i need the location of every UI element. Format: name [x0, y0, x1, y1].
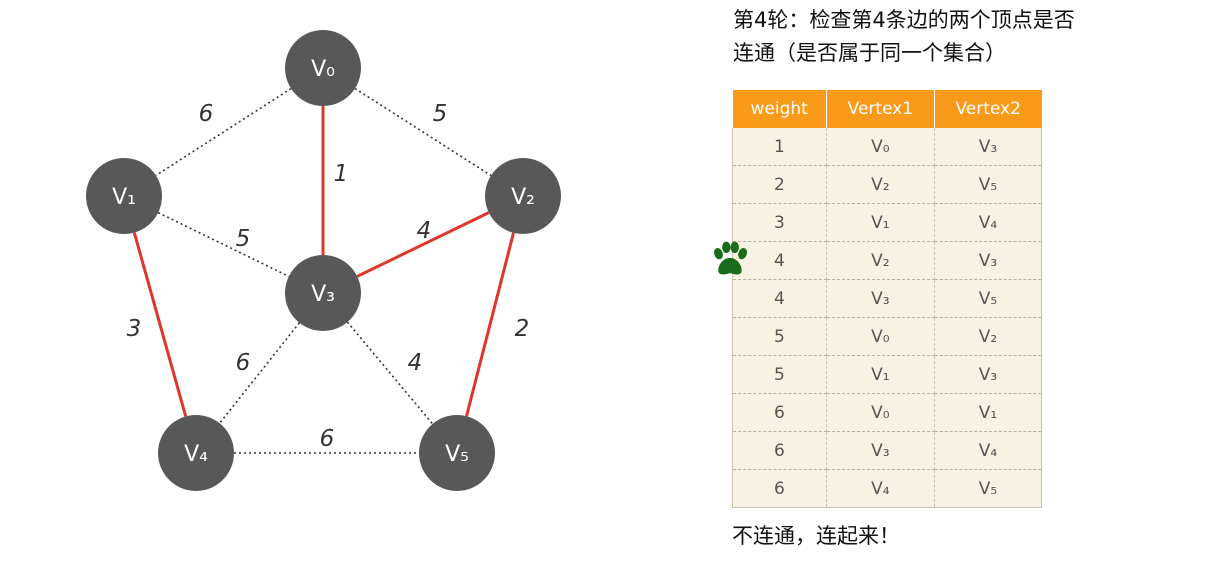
vertex1-cell: V₀: [826, 393, 935, 432]
vertex1-cell: V₁: [826, 355, 935, 394]
edge-v3-v4: [218, 322, 301, 424]
step-heading: 第4轮：检查第4条边的两个顶点是否 连通（是否属于同一个集合）: [733, 4, 1193, 70]
weight-cell: 6: [732, 393, 827, 432]
vertex-v0: V₀: [285, 30, 361, 106]
vertex-label-v4: V₄: [184, 442, 208, 467]
edge-weight-label-v2-v3: 4: [417, 218, 432, 244]
vertex1-cell: V₀: [826, 317, 935, 356]
vertex-label-v1: V₁: [112, 185, 136, 210]
vertex-label-v0: V₀: [311, 57, 335, 82]
vertex-layer: V₀ V₁ V₂ V₃ V₄ V₅: [86, 30, 561, 491]
vertex2-cell: V₄: [934, 431, 1043, 470]
edge-v1-v4: [132, 232, 188, 417]
vertex1-cell: V₄: [826, 469, 935, 508]
paw-icon: [714, 241, 748, 275]
column-header-vertex1: Vertex1: [826, 90, 935, 128]
conclusion-text: 不连通，连起来！: [732, 524, 900, 548]
vertex-v2: V₂: [485, 158, 561, 234]
vertex-v1: V₁: [86, 158, 162, 234]
weight-cell: 6: [732, 469, 827, 508]
edge-v0-v1: [155, 87, 292, 177]
step-heading-line-2: 连通（是否属于同一个集合）: [733, 41, 1006, 65]
vertex2-cell: V₁: [934, 393, 1043, 432]
vertex-circle-v3: [285, 255, 361, 331]
vertex-circle-v5: [419, 415, 495, 491]
edge-weight-label-v0-v1: 6: [199, 101, 214, 127]
vertex-label-v3: V₃: [311, 282, 335, 307]
weight-label-layer: 6 5 1 5 3 4 2 6 4 6: [127, 101, 530, 452]
column-header-weight: weight: [732, 90, 827, 128]
vertex-v3: V₃: [285, 255, 361, 331]
vertex1-cell: V₂: [826, 165, 935, 204]
vertex-circle-v1: [86, 158, 162, 234]
vertex-circle-v4: [158, 415, 234, 491]
vertex2-cell: V₅: [934, 469, 1043, 508]
vertex2-cell: V₂: [934, 317, 1043, 356]
vertex-circle-v2: [485, 158, 561, 234]
edge-weight-label-v0-v2: 5: [433, 101, 448, 127]
edge-v1-v3: [157, 211, 290, 278]
weight-cell: 1: [732, 128, 827, 166]
edge-weight-label-v0-v3: 1: [334, 161, 349, 187]
graph-diagram: 6 5 1 5 3 4 2 6 4 6 V₀ V₁ V₂ V₃ V₄ V₅: [86, 30, 561, 491]
vertex1-cell: V₁: [826, 203, 935, 242]
column-header-vertex2: Vertex2: [934, 90, 1042, 128]
edge-weight-label-v1-v3: 5: [236, 226, 251, 252]
vertex1-cell: V₃: [826, 431, 935, 470]
weight-cell: 3: [732, 203, 827, 242]
edge-v2-v3: [356, 211, 490, 278]
edge-weight-label-v3-v5: 4: [408, 350, 423, 376]
step-heading-line-1: 第4轮：检查第4条边的两个顶点是否: [733, 8, 1075, 32]
vertex-v5: V₅: [419, 415, 495, 491]
vertex-circle-v0: [285, 30, 361, 106]
edge-weight-label-v3-v4: 6: [236, 350, 251, 376]
vertex2-cell: V₅: [934, 279, 1043, 318]
vertex2-cell: V₃: [934, 128, 1043, 166]
vertex2-cell: V₅: [934, 165, 1043, 204]
weight-cell: 6: [732, 431, 827, 470]
weight-cell: 4: [732, 279, 827, 318]
table-header-row: weight Vertex1 Vertex2: [732, 90, 1042, 128]
edge-v3-v5: [346, 321, 434, 425]
weight-cell: 5: [732, 317, 827, 356]
vertex1-cell: V₀: [826, 128, 935, 166]
vertex1-cell: V₃: [826, 279, 935, 318]
weight-cell: 2: [732, 165, 827, 204]
edge-weight-label-v1-v4: 3: [127, 316, 142, 342]
vertex1-cell: V₂: [826, 241, 935, 280]
edge-v2-v5: [465, 232, 515, 417]
vertex-label-v2: V₂: [511, 185, 535, 210]
edge-v0-v2: [354, 87, 492, 177]
vertex2-cell: V₄: [934, 203, 1043, 242]
edge-weight-label-v2-v5: 2: [515, 316, 530, 342]
edge-layer: [132, 87, 515, 454]
vertex2-cell: V₃: [934, 355, 1043, 394]
weight-cell: 5: [732, 355, 827, 394]
edge-weight-label-v4-v5: 6: [320, 426, 335, 452]
vertex-label-v5: V₅: [445, 442, 469, 467]
vertex2-cell: V₃: [934, 241, 1043, 280]
vertex-v4: V₄: [158, 415, 234, 491]
